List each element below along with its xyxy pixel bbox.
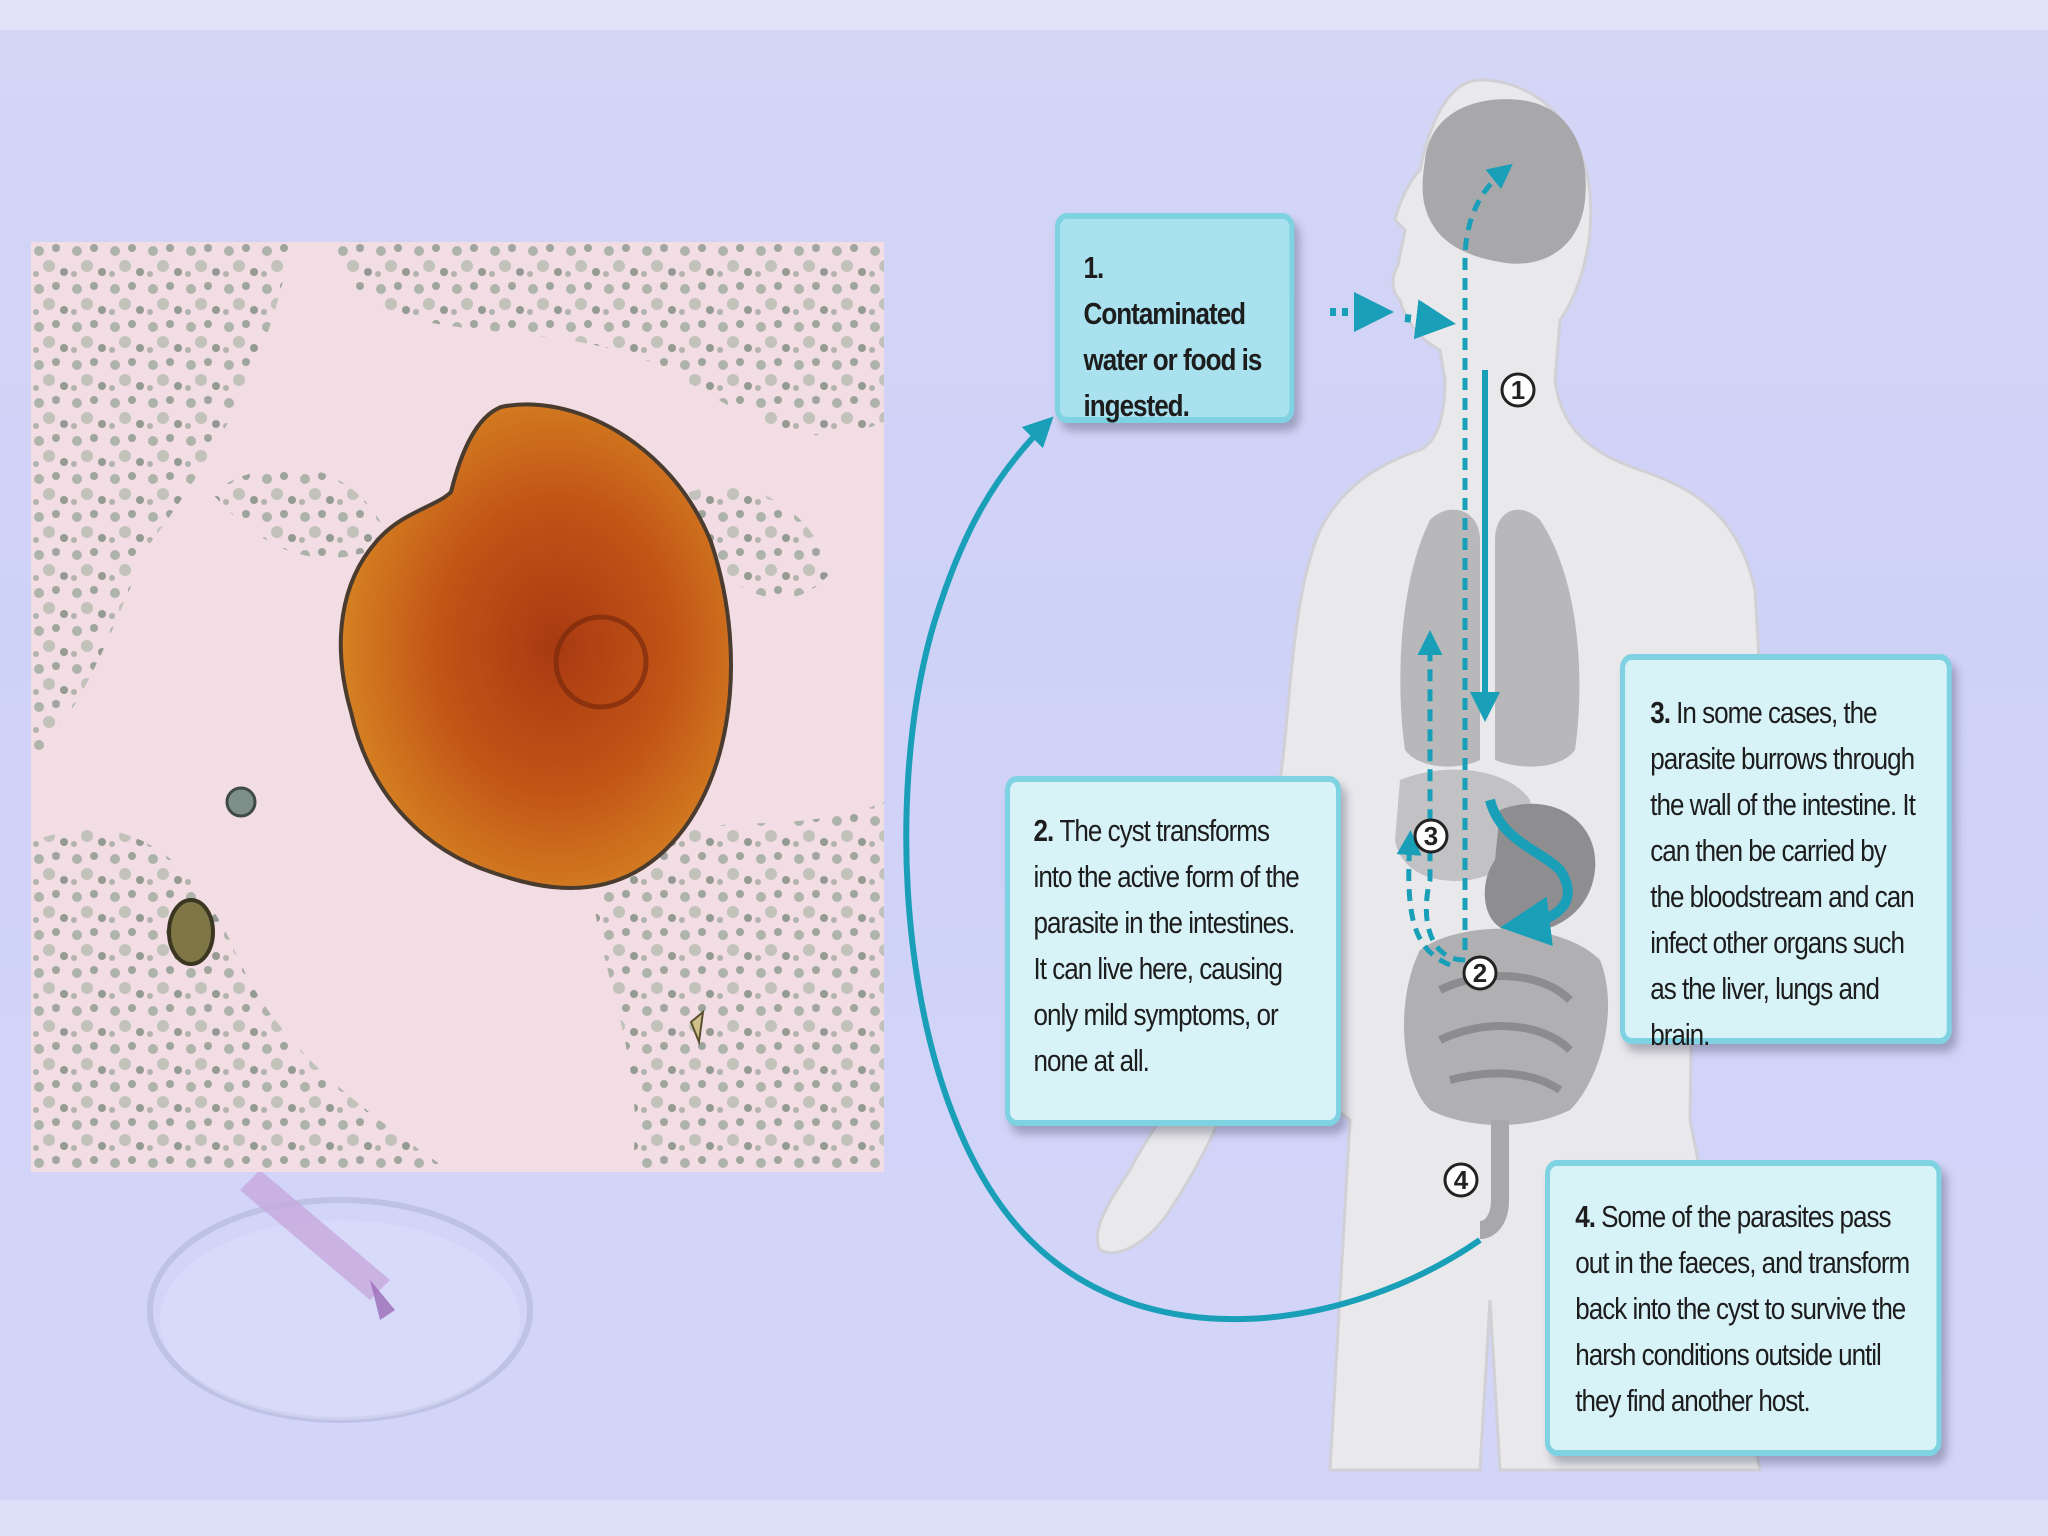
step-number: 1.	[1083, 250, 1105, 285]
step-text: The cyst transforms into the active form…	[1033, 813, 1300, 1078]
svg-text:4: 4	[1454, 1165, 1469, 1195]
marker-2: 2	[1462, 955, 1498, 991]
micrograph-image	[31, 242, 884, 1172]
step-text: Some of the parasites pass out in the fa…	[1575, 1199, 1910, 1418]
step-text: In some cases, the parasite burrows thro…	[1650, 695, 1916, 1052]
amoeba-micrograph	[31, 242, 884, 1172]
svg-text:2: 2	[1473, 958, 1487, 988]
step-text: Contaminated water or food is ingested.	[1083, 296, 1263, 423]
callout-step-1: 1. Contaminated water or food is ingeste…	[1055, 213, 1295, 423]
petri-dish-image	[147, 1170, 533, 1423]
svg-text:1: 1	[1511, 375, 1525, 405]
step-number: 2.	[1033, 813, 1060, 848]
step-number: 3.	[1650, 695, 1677, 730]
svg-text:3: 3	[1424, 821, 1438, 851]
callout-step-4: 4. Some of the parasites pass out in the…	[1545, 1160, 1942, 1456]
callout-step-3: 3. In some cases, the parasite burrows t…	[1620, 654, 1952, 1052]
lifecycle-diagram: 1 2 3 4	[903, 78, 1770, 1472]
marker-1: 1	[1500, 372, 1536, 408]
brain	[1422, 99, 1586, 264]
step-number: 4.	[1575, 1199, 1602, 1234]
marker-3: 3	[1413, 818, 1449, 854]
return-arrow	[903, 416, 1482, 1323]
callout-step-2: 2. The cyst transforms into the active f…	[1005, 776, 1341, 1126]
marker-4: 4	[1443, 1162, 1479, 1198]
